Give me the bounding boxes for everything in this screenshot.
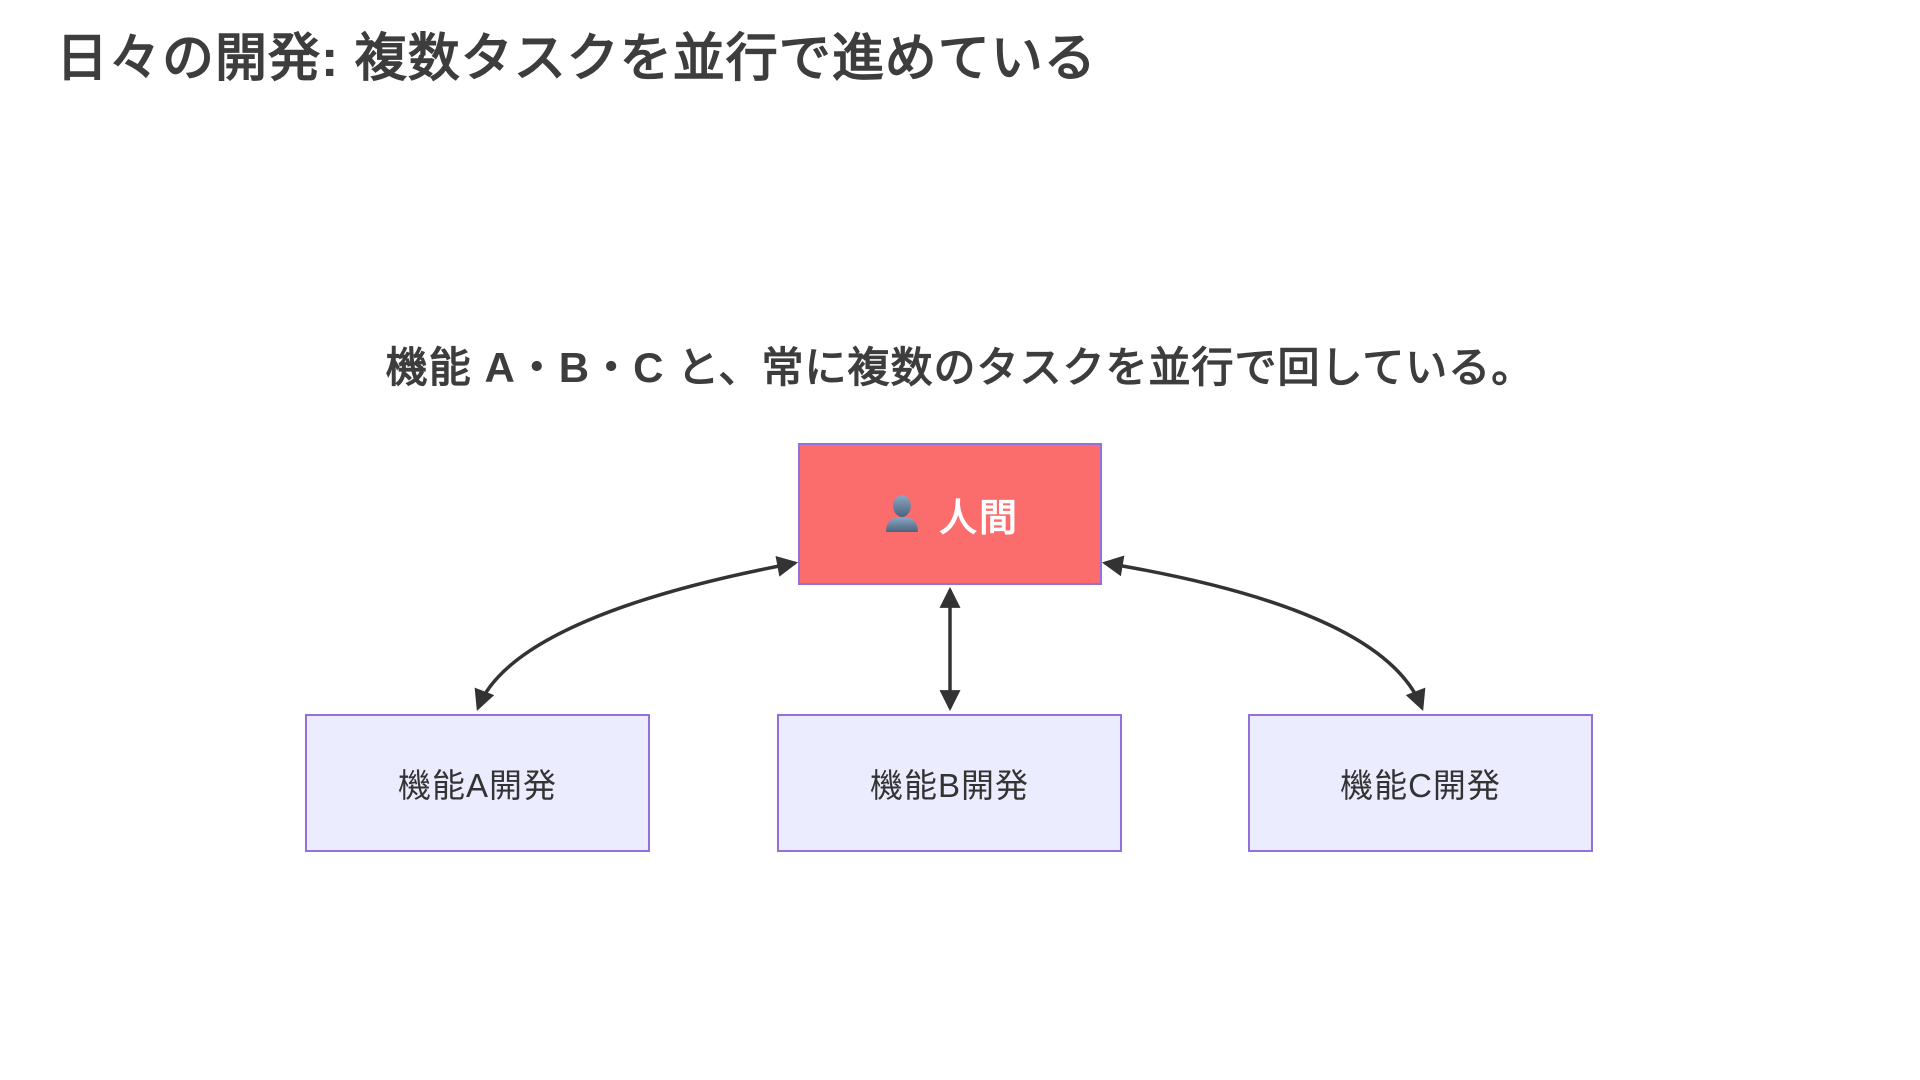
task-node-feature-c: 機能C開発 — [1248, 714, 1593, 852]
edge-human-feature-a — [474, 555, 799, 711]
task-node-label: 機能C開発 — [1340, 767, 1501, 804]
task-node-label: 機能B開発 — [869, 767, 1029, 804]
human-node: 人間 — [798, 443, 1102, 585]
subtitle-caption: 機能 A・B・C と、常に複数のタスクを並行で回している。 — [385, 344, 1535, 391]
task-node-feature-b: 機能B開発 — [777, 714, 1122, 852]
task-node-label: 機能A開発 — [397, 767, 557, 804]
person-bust-icon — [886, 495, 918, 533]
task-node-feature-a: 機能A開発 — [305, 714, 650, 852]
page-title: 日々の開発: 複数タスクを並行で進めている — [56, 30, 1097, 88]
edge-human-feature-c — [1101, 555, 1426, 711]
human-node-label: 人間 — [938, 497, 1019, 540]
